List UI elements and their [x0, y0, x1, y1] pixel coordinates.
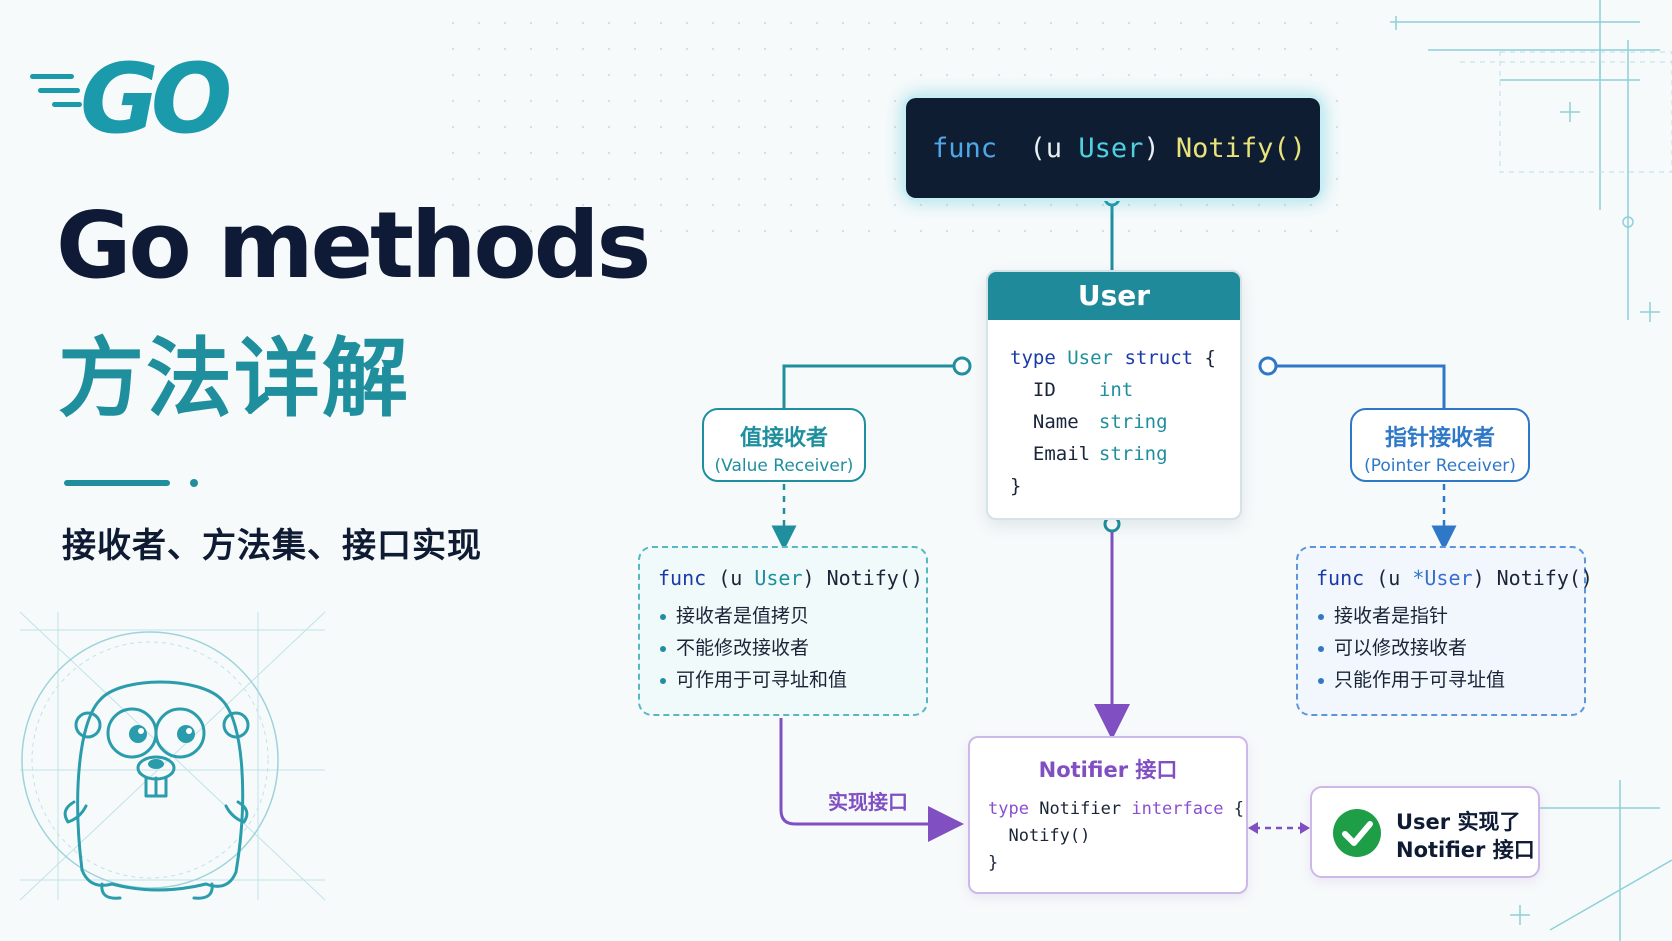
- list-item: 不能修改接收者: [658, 632, 926, 664]
- open-brace: {: [1204, 347, 1216, 369]
- pointer-method-signature: func (u *User) Notify(): [1316, 566, 1593, 590]
- page-title: Go methods: [56, 192, 651, 299]
- result-line-1: User 实现了: [1396, 810, 1521, 834]
- title-underline: [64, 480, 170, 486]
- method-name: Notify(): [1175, 132, 1306, 164]
- receiver-open: (u: [1029, 132, 1079, 164]
- method-signature-box: func (u User) Notify(): [906, 98, 1320, 198]
- func-keyword: func: [932, 132, 998, 164]
- value-receiver-label: 值接收者 (Value Receiver): [702, 408, 866, 482]
- implementation-result-card: User 实现了 Notifier 接口: [1310, 786, 1540, 878]
- struct-keyword: struct: [1124, 347, 1194, 369]
- result-text: User 实现了 Notifier 接口: [1396, 808, 1535, 864]
- value-method-signature: func (u User) Notify(): [658, 566, 923, 590]
- interface-title: Notifier 接口: [1038, 758, 1178, 782]
- implements-interface-label: 实现接口: [828, 790, 908, 814]
- pointer-receiver-title: 指针接收者: [1384, 426, 1495, 451]
- notifier-interface-card: Notifier 接口 type Notifier interface { No…: [968, 736, 1248, 894]
- value-receiver-bullets: 接收者是值拷贝 不能修改接收者 可作用于可寻址和值: [658, 600, 926, 696]
- struct-name: User: [1067, 347, 1113, 369]
- list-item: 接收者是指针: [1316, 600, 1584, 632]
- page-subtitle: 接收者、方法集、接口实现: [62, 526, 482, 566]
- type-keyword: type: [1010, 347, 1056, 369]
- pointer-receiver-label: 指针接收者 (Pointer Receiver): [1350, 408, 1530, 482]
- list-item: 可以修改接收者: [1316, 632, 1584, 664]
- interface-method: Notify(): [1008, 826, 1091, 846]
- list-item: 接收者是值拷贝: [658, 600, 926, 632]
- close-brace: }: [1010, 475, 1022, 497]
- title-underline-dot: [190, 479, 198, 487]
- interface-code: type Notifier interface { Notify()}: [988, 799, 1244, 873]
- pointer-receiver-card: func (u *User) Notify() 接收者是指针 可以修改接收者 只…: [1296, 546, 1593, 716]
- check-circle-icon: [1333, 809, 1381, 857]
- go-logo-text: GO: [80, 52, 230, 142]
- value-receiver-title: 值接收者: [739, 426, 828, 451]
- list-item: 可作用于可寻址和值: [658, 664, 926, 696]
- list-item: 只能作用于可寻址值: [1316, 664, 1584, 696]
- user-struct-header: User: [988, 272, 1240, 320]
- pointer-receiver-bullets: 接收者是指针 可以修改接收者 只能作用于可寻址值: [1316, 600, 1584, 696]
- result-line-2: Notifier 接口: [1396, 838, 1535, 862]
- receiver-close: ): [1143, 132, 1160, 164]
- pointer-receiver-subtitle: (Pointer Receiver): [1364, 456, 1516, 476]
- receiver-type: User: [1078, 132, 1144, 164]
- go-logo: GO: [30, 52, 238, 142]
- page-title-chinese: 方法详解: [58, 329, 410, 429]
- value-receiver-subtitle: (Value Receiver): [714, 456, 854, 476]
- value-receiver-card: func (u User) Notify() 接收者是值拷贝 不能修改接收者 可…: [638, 546, 928, 716]
